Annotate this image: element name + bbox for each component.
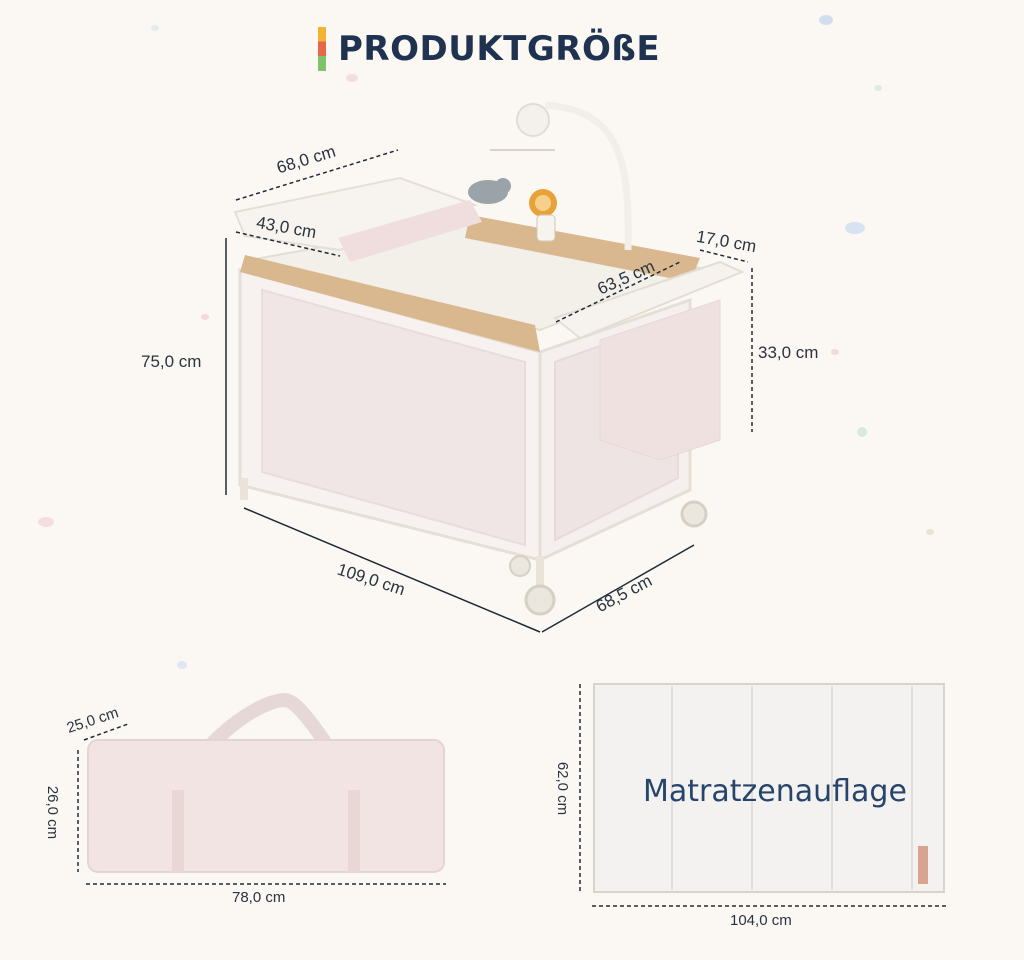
toy-lion	[529, 189, 557, 242]
bag-dimension-lines	[77, 723, 446, 885]
page-title: PRODUKTGRÖßE	[338, 29, 661, 69]
title-color-bar	[318, 27, 326, 71]
bag-width-label: 78,0 cm	[232, 889, 286, 906]
mattress-height-label: 62,0 cm	[554, 761, 572, 816]
crib-dimension-lines	[225, 149, 753, 633]
carry-bag	[87, 692, 445, 873]
confetti-decoration	[38, 15, 934, 669]
bag-height-label: 26,0 cm	[44, 785, 62, 840]
crib-height-label: 75,0 cm	[141, 352, 202, 371]
crib-side-height-label: 33,0 cm	[758, 343, 819, 362]
mattress-dimension-lines	[579, 684, 946, 907]
mattress-pad	[593, 683, 945, 893]
mattress-label: Matratzenauflage	[643, 774, 907, 809]
toy-elephant	[468, 178, 511, 204]
travel-crib	[233, 101, 745, 616]
page-header: PRODUKTGRÖßE	[318, 26, 660, 72]
mattress-width-label: 104,0 cm	[730, 912, 792, 929]
